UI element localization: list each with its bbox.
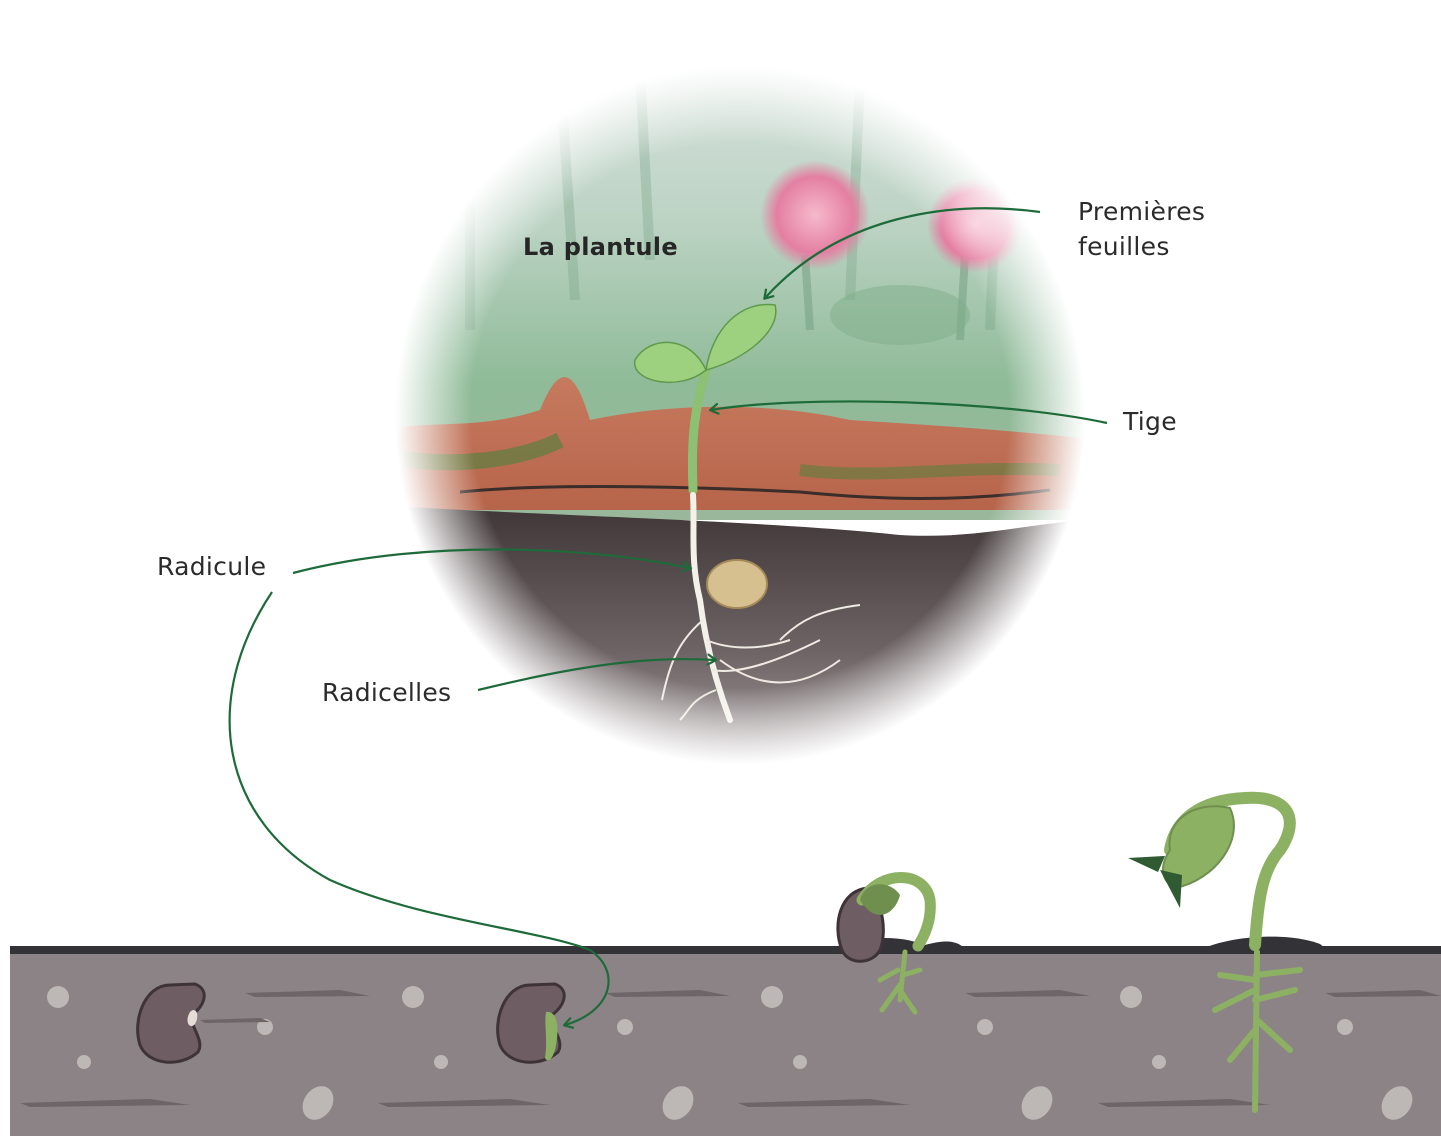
label-leaves-line2: feuilles bbox=[1078, 230, 1170, 264]
label-radicle: Radicule bbox=[157, 550, 266, 584]
diagram-title: La plantule bbox=[523, 230, 678, 264]
label-rootlets: Radicelles bbox=[322, 676, 451, 710]
label-stem: Tige bbox=[1123, 405, 1177, 439]
plantule-illustration bbox=[380, 60, 1100, 800]
label-leaves-line1: Premières bbox=[1078, 195, 1205, 229]
seed-stage-1 bbox=[138, 984, 205, 1062]
seed-stage-2 bbox=[498, 984, 565, 1062]
ground-strip bbox=[10, 798, 1441, 1136]
